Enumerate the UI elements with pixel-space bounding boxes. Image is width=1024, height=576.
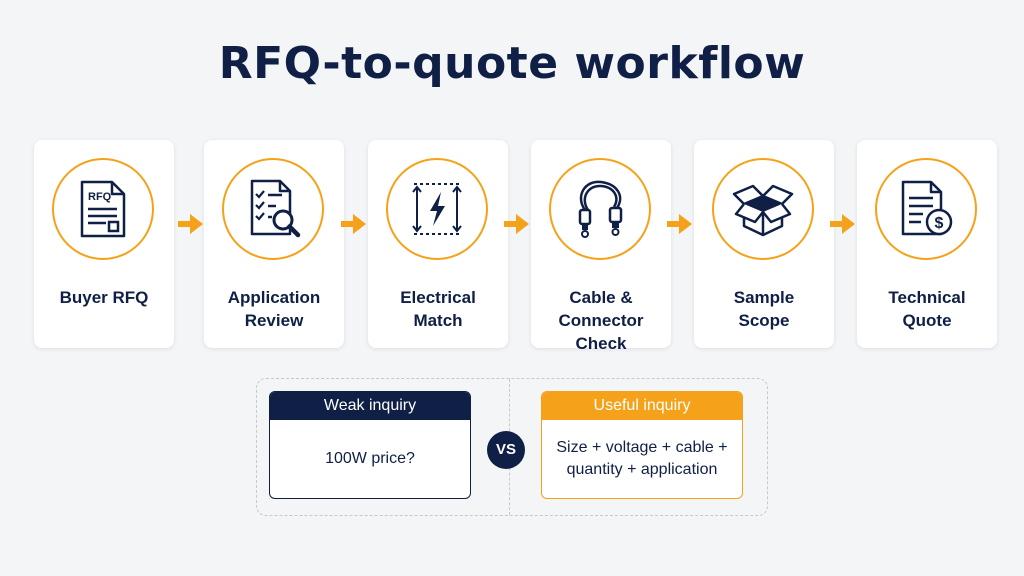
step-icon-circle: RFQ bbox=[52, 158, 154, 260]
step-card-buyer-rfq: RFQ Buyer RFQ bbox=[34, 140, 174, 348]
arrow-right-icon bbox=[667, 214, 692, 234]
useful-inquiry-text: Size + voltage + cable + quantity + appl… bbox=[556, 439, 728, 478]
page-title: RFQ-to-quote workflow bbox=[218, 38, 806, 89]
inquiry-comparison: Weak inquiry 100W price? VS Useful inqui… bbox=[256, 378, 768, 516]
step-label: Electrical Match bbox=[400, 288, 476, 330]
useful-inquiry-box: Useful inquiry Size + voltage + cable + … bbox=[541, 391, 743, 499]
step-label: Cable & Connector Check bbox=[558, 288, 644, 353]
dollar-icon-text: $ bbox=[935, 215, 944, 232]
rfq-icon-text: RFQ bbox=[88, 191, 112, 203]
arrow-right-icon bbox=[178, 214, 203, 234]
weak-inquiry-box: Weak inquiry 100W price? bbox=[269, 391, 471, 499]
step-icon-circle: $ bbox=[875, 158, 977, 260]
useful-inquiry-header: Useful inquiry bbox=[542, 392, 742, 420]
open-box-icon bbox=[732, 184, 794, 237]
step-card-technical-quote: $ Technical Quote bbox=[857, 140, 997, 348]
weak-inquiry-header: Weak inquiry bbox=[270, 392, 470, 420]
step-icon-circle bbox=[549, 158, 651, 260]
checklist-magnifier-icon bbox=[250, 179, 301, 238]
arrow-right-icon bbox=[341, 214, 366, 234]
step-card-sample-scope: Sample Scope bbox=[694, 140, 834, 348]
step-label: Technical Quote bbox=[888, 288, 966, 330]
step-label: Application Review bbox=[227, 288, 321, 330]
step-card-cable-connector-check: Cable & Connector Check bbox=[531, 140, 671, 353]
arrow-right-icon bbox=[830, 214, 855, 234]
step-card-electrical-match: Electrical Match bbox=[368, 140, 508, 348]
step-label: Sample Scope bbox=[733, 288, 795, 330]
step-icon-circle bbox=[386, 158, 488, 260]
cable-connector-icon bbox=[578, 180, 623, 238]
step-icon-circle bbox=[222, 158, 324, 260]
vs-badge: VS bbox=[487, 431, 525, 469]
quote-document-dollar-icon: $ bbox=[901, 180, 953, 236]
rfq-document-icon: RFQ bbox=[80, 180, 126, 238]
arrow-right-icon bbox=[504, 214, 529, 234]
step-label: Buyer RFQ bbox=[59, 288, 149, 307]
lightning-bolt-icon bbox=[412, 183, 462, 235]
weak-inquiry-text: 100W price? bbox=[325, 450, 415, 467]
step-icon-circle bbox=[712, 158, 814, 260]
workflow-steps: RFQ Buyer RFQ bbox=[34, 140, 997, 353]
step-card-application-review: Application Review bbox=[204, 140, 344, 348]
